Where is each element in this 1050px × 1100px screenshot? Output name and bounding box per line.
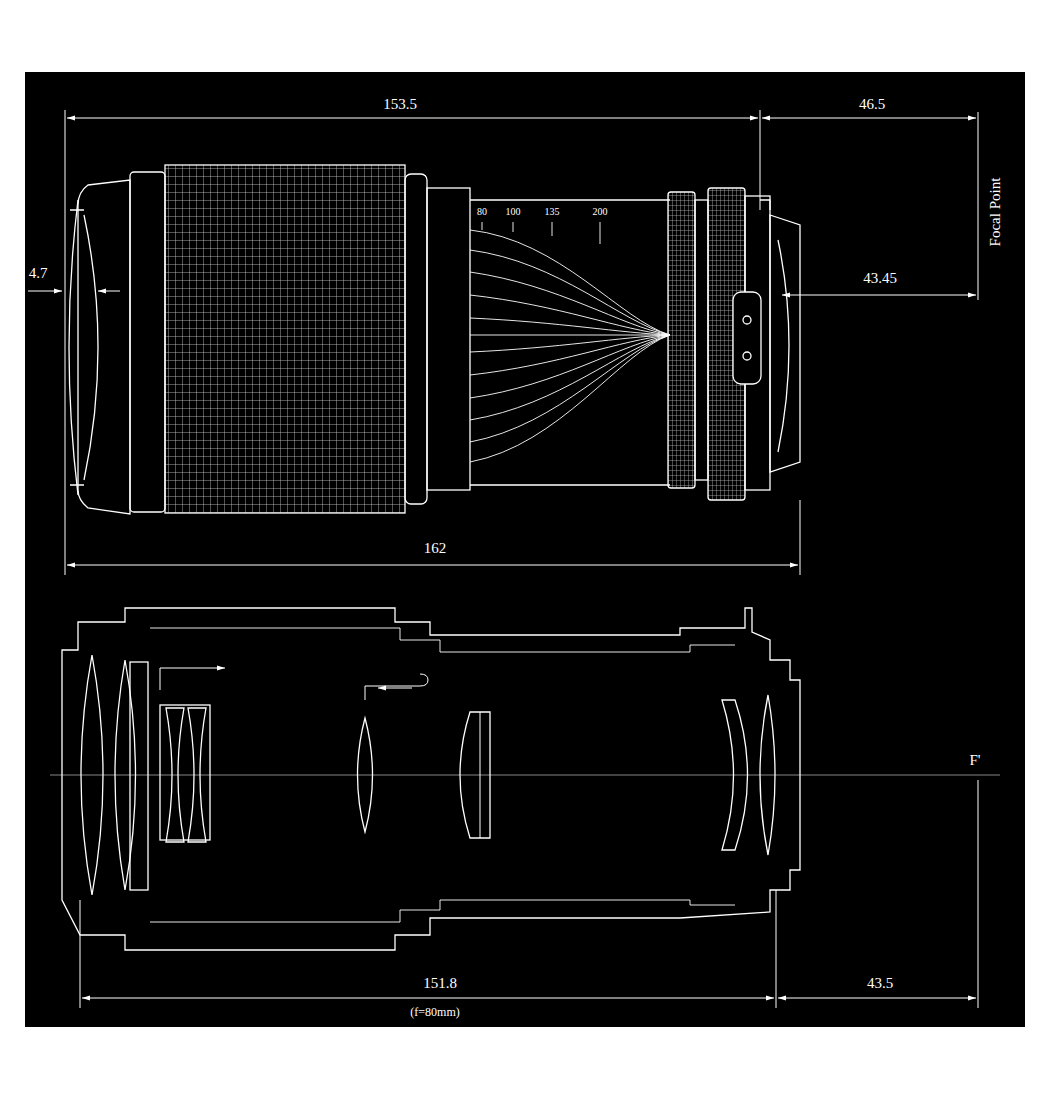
lens-element — [722, 700, 748, 850]
inner-tube — [470, 200, 670, 485]
lens-element — [358, 718, 373, 832]
mount-tab — [760, 200, 770, 210]
dimension-label: 151.8 — [421, 975, 459, 992]
lock-button — [743, 352, 751, 360]
ring-spacer — [695, 200, 708, 480]
scale-tube — [427, 188, 470, 490]
inner-barrel — [150, 628, 735, 922]
scale-number: 200 — [591, 206, 610, 217]
dimension-label: 153.5 — [381, 96, 419, 113]
lens-element — [760, 695, 775, 855]
lens-element — [81, 655, 103, 895]
lens-element — [460, 712, 490, 838]
lens-element — [166, 708, 184, 842]
scale-number: 80 — [475, 206, 489, 217]
dimension-label: 43.45 — [861, 270, 899, 287]
lens-cell — [130, 662, 148, 890]
rear-glass — [778, 240, 789, 452]
movement-bracket — [365, 674, 428, 700]
scale-lines — [470, 222, 670, 462]
scale-number: 135 — [543, 206, 562, 217]
dimension-label: 46.5 — [857, 96, 887, 113]
filter-edge — [70, 210, 84, 485]
cement-line — [480, 712, 481, 838]
lock-lever — [733, 292, 761, 384]
focal-length-note: (f=80mm) — [408, 1006, 461, 1019]
dimension-label: 43.5 — [865, 975, 895, 992]
barrel-step — [405, 174, 427, 504]
housing-section — [62, 608, 800, 950]
front-lens-curve — [84, 215, 98, 480]
front-glass — [69, 200, 78, 495]
front-ring — [78, 180, 130, 514]
focal-point-label: Focal Point — [987, 176, 1004, 249]
lock-button — [743, 316, 751, 324]
movement-arrow — [160, 668, 225, 690]
optical-axis — [50, 775, 1000, 776]
dimension-lines — [28, 110, 978, 575]
lens-element — [115, 660, 136, 890]
mount — [770, 215, 800, 472]
movement-arrow — [378, 688, 412, 689]
barrel-ring — [130, 172, 165, 512]
dimension-label: 162 — [422, 540, 449, 557]
zoom-ring — [668, 192, 695, 488]
lens-element — [188, 708, 206, 842]
dimension-lines — [80, 780, 978, 1008]
dimension-label: 4.7 — [27, 265, 50, 282]
focal-point-label: F' — [967, 752, 982, 769]
zoom-grip — [165, 165, 405, 513]
scale-number: 100 — [504, 206, 523, 217]
